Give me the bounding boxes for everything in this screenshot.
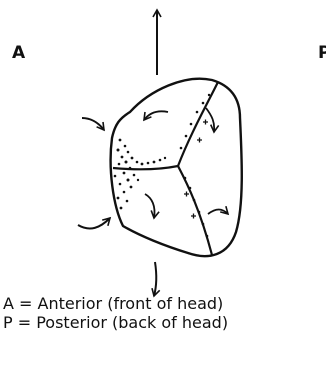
arrow-left-lower	[78, 218, 110, 229]
legend-posterior: P = Posterior (back of head)	[3, 315, 228, 331]
suture-line-upper	[178, 82, 218, 166]
arrow-left-upper	[82, 118, 104, 130]
suture-line-lower	[178, 166, 212, 255]
inner-arrow-lower-left	[145, 194, 155, 218]
inner-arrow-upper-right	[206, 108, 214, 132]
legend-anterior: A = Anterior (front of head)	[3, 296, 223, 312]
inner-arrow-upper-left	[144, 111, 168, 120]
inner-arrow-lower-right	[208, 210, 228, 215]
arrow-down	[154, 262, 156, 296]
posterior-label: P	[318, 45, 326, 62]
anterior-label: A	[12, 45, 26, 62]
suture-line-left	[113, 166, 178, 169]
